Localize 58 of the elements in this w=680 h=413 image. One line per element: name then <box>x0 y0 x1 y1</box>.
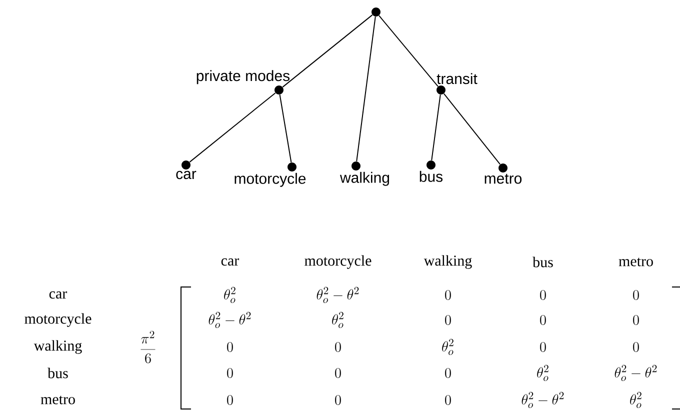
tree-node: metro <box>484 164 522 184</box>
tree-edge <box>356 16 376 162</box>
matrix-entry: $\theta_o^2-\theta^2$ <box>316 286 359 304</box>
matrix-entry: $0$ <box>227 368 233 378</box>
tree-edge <box>189 92 276 163</box>
node-label: private modes <box>196 70 290 84</box>
matrix-entry: $0$ <box>633 315 639 325</box>
row-header: car <box>49 291 68 299</box>
tree-node: transit <box>436 73 478 94</box>
row-header: walking <box>34 340 82 354</box>
matrix-entry: $0$ <box>445 368 451 378</box>
tree-edge <box>443 93 501 165</box>
node-label: car <box>176 170 196 180</box>
row-header: metro <box>40 396 75 404</box>
row-header: motorcycle <box>24 313 92 327</box>
matrix-entry: $\theta_o^2$ <box>630 392 642 408</box>
matrix-entry: $0$ <box>335 395 341 405</box>
node-label: transit <box>436 73 478 84</box>
node-label: bus <box>420 170 443 182</box>
matrix-entry: $0$ <box>335 368 341 378</box>
tree-node: motorcycle <box>234 162 306 187</box>
node-label: metro <box>484 174 522 184</box>
matrix-entry: $0$ <box>445 395 451 405</box>
matrix-entry: $0$ <box>540 315 546 325</box>
formula: $\frac{\pi^2}{6}$ <box>140 330 156 364</box>
column-header: walking <box>424 255 472 269</box>
tree-node <box>372 8 380 16</box>
matrix-entry: $0$ <box>540 342 546 352</box>
matrix-entry: $0$ <box>445 315 451 325</box>
matrix-entry: $0$ <box>633 342 639 352</box>
row-header: bus <box>48 368 68 378</box>
column-header: metro <box>618 258 653 266</box>
matrix-entry: $\theta_o^2-\theta^2$ <box>614 364 657 382</box>
tree-edge <box>378 15 438 87</box>
matrix-entry: $\theta_o^2$ <box>442 338 454 356</box>
matrix-entry: $0$ <box>335 342 341 352</box>
matrix-entry: $0$ <box>633 290 639 300</box>
matrix-entry: $0$ <box>445 290 451 300</box>
matrix-entry: $\theta_o^2$ <box>332 312 344 328</box>
node-label: walking <box>340 172 390 186</box>
tree-edge <box>431 94 441 161</box>
column-header: bus <box>532 256 553 268</box>
tree-node: bus <box>420 160 443 182</box>
matrix-entry: $0$ <box>227 342 233 352</box>
tree-edge <box>279 94 292 163</box>
matrix-entry: $\theta_o^2$ <box>224 286 236 304</box>
column-header: motorcycle <box>304 255 372 269</box>
matrix-entry: $\theta_o^2-\theta^2$ <box>522 392 564 408</box>
node-label: motorcycle <box>234 172 306 187</box>
column-header: car <box>221 258 240 266</box>
matrix-entry: $\theta_o^2-\theta^2$ <box>208 312 251 328</box>
tree-node: walking <box>340 162 390 186</box>
tree-node: private modes <box>196 70 290 94</box>
tree-node: car <box>176 160 196 180</box>
matrix-entry: $0$ <box>540 290 546 300</box>
tree-edge <box>282 14 373 88</box>
matrix-entry: $\theta_o^2$ <box>537 364 548 382</box>
matrix-entry: $0$ <box>227 395 233 405</box>
